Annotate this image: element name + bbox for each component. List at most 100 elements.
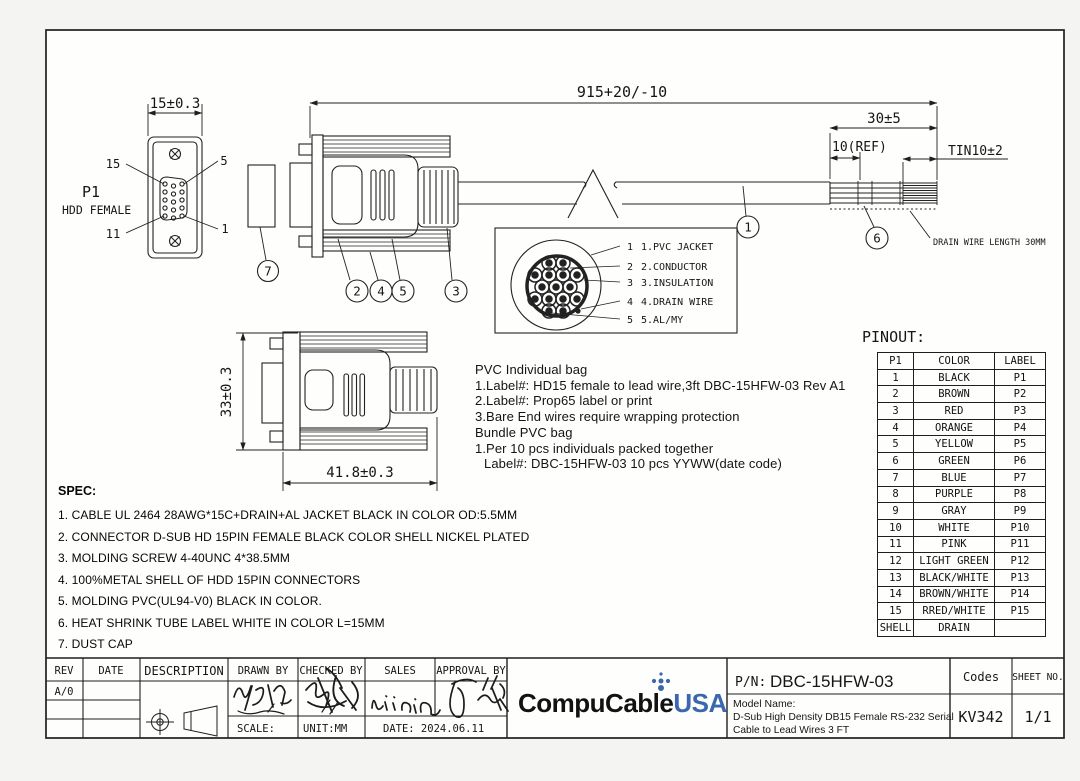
packaging-note-line: 3.Bare End wires require wrapping protec… xyxy=(475,409,740,425)
checked-by-signature xyxy=(305,667,359,715)
pinout-cell: 11 xyxy=(877,535,914,554)
grip-slot xyxy=(379,169,386,221)
pinout-cell: 13 xyxy=(877,568,914,587)
cross-section-detail: 1 1.PVC JACKET 2 2.CONDUCTOR 3 3.INSULAT… xyxy=(494,227,738,334)
callout-3-leader xyxy=(446,227,453,281)
pinout-cell: P5 xyxy=(994,435,1046,454)
pinout-cell: PINK xyxy=(913,535,995,554)
callout-5-number: 5 xyxy=(399,284,407,299)
spec-block: SPEC: 1. CABLE UL 2464 28AWG*15C+DRAIN+A… xyxy=(58,484,529,656)
callout-1-number: 1 xyxy=(744,220,752,235)
side-width-dim-text: 41.8±0.3 xyxy=(326,465,393,481)
pinout-cell: 6 xyxy=(877,452,914,470)
logo-text-black: CompuCable xyxy=(518,688,673,718)
sheet-no-header: SHEET NO. xyxy=(1012,672,1063,683)
callout-5-circle xyxy=(391,279,415,303)
pinout-cell xyxy=(994,619,1046,637)
stripped-wires xyxy=(830,181,938,210)
thumbscrew-tip-top-side xyxy=(269,337,284,350)
front-view-width-dimension xyxy=(147,104,203,136)
codes-value: KV342 xyxy=(958,708,1003,726)
connector-type-label: HDD FEMALE xyxy=(62,203,131,217)
cs-item-3-num: 3 xyxy=(627,278,633,289)
pinout-cell: WHITE xyxy=(913,518,995,537)
pinout-header: P1 xyxy=(877,352,914,370)
drain-note-leader xyxy=(909,210,931,239)
cable-break xyxy=(567,168,619,219)
callout-4-leader xyxy=(369,251,379,281)
pinout-cell: 9 xyxy=(877,502,914,520)
cs-item-4-label: 4.DRAIN WIRE xyxy=(641,297,713,308)
spec-item: 4. 100%METAL SHELL OF HDD 15PIN CONNECTO… xyxy=(58,572,361,587)
date-value: DATE: 2024.06.11 xyxy=(383,723,484,735)
body-recess-side xyxy=(304,369,334,411)
logo-dots-icon xyxy=(651,672,671,691)
pinout-cell: P1 xyxy=(994,368,1046,387)
spec-title: SPEC: xyxy=(58,484,97,498)
pinout-cell: P11 xyxy=(994,535,1046,554)
callout-7-circle xyxy=(256,259,280,283)
pinout-cell: BROWN/WHITE xyxy=(913,585,995,604)
width-dimension-side xyxy=(282,417,438,491)
callout-2-number: 2 xyxy=(353,284,361,299)
svg-text:CompuCableUSA: CompuCableUSA xyxy=(518,688,727,718)
front-view: 15±0.3 15 5 11 1 P1 xyxy=(62,96,280,283)
ref-dim-text: 10(REF) xyxy=(832,140,887,155)
cs-item-2-label: 2.CONDUCTOR xyxy=(641,262,708,273)
pinout-cell: 14 xyxy=(877,585,914,604)
pinout-title: PINOUT: xyxy=(862,328,925,346)
description-header: DESCRIPTION xyxy=(144,664,223,678)
connector-face-outer xyxy=(147,136,203,259)
callout-2-circle xyxy=(345,279,369,303)
pin-leaders xyxy=(125,160,219,234)
pinout-cell: YELLOW xyxy=(913,435,995,454)
rev-value: A/0 xyxy=(55,686,74,698)
cs-item-1-num: 1 xyxy=(627,242,633,253)
pinout-cell: BLACK xyxy=(913,368,995,387)
packaging-note-line: PVC Individual bag xyxy=(475,362,588,377)
cs-item-1-label: 1.PVC JACKET xyxy=(641,242,713,253)
thumbscrew-tip-bottom xyxy=(298,235,313,248)
unit-label: UNIT:MM xyxy=(303,723,347,735)
pin-label-15: 15 xyxy=(106,157,120,171)
pinout-cell: LIGHT GREEN xyxy=(913,552,995,570)
logo-text-blue: USA xyxy=(673,688,727,718)
pin-label-1: 1 xyxy=(221,222,228,236)
pin-label-5: 5 xyxy=(220,154,227,168)
cable xyxy=(458,168,831,219)
conductor-bundle xyxy=(527,255,585,319)
pinout-cell: 8 xyxy=(877,485,914,504)
callout-1-leader xyxy=(742,185,747,217)
strain-relief-boot-side xyxy=(389,366,438,414)
callout-2-leader xyxy=(337,238,351,281)
pinout-cell: 12 xyxy=(877,552,914,570)
pinout-cell: P6 xyxy=(994,452,1046,470)
approval-by-header: APPROVAL BY xyxy=(436,665,506,677)
pinout-cell: 2 xyxy=(877,385,914,404)
callout-7-number: 7 xyxy=(264,264,272,279)
pinout-cell: P15 xyxy=(994,602,1046,620)
pinout-cell: RED xyxy=(913,402,995,420)
cs-item-2-num: 2 xyxy=(627,262,633,273)
callout-3-number: 3 xyxy=(452,284,460,299)
pvc-jacket-circle xyxy=(510,239,602,331)
pinout-cell: P10 xyxy=(994,518,1046,537)
length-dim-text: 915+20/-10 xyxy=(577,83,667,101)
callout-6-circle xyxy=(865,226,889,250)
scale-label: SCALE: xyxy=(237,723,275,735)
pinout-cell: 5 xyxy=(877,435,914,454)
pinout-cell: P13 xyxy=(994,568,1046,587)
pinout-cell: P4 xyxy=(994,418,1046,437)
dust-cap xyxy=(247,164,276,228)
al-my-shield-ring xyxy=(525,254,589,318)
cs-item-5-label: 5.AL/MY xyxy=(641,315,683,326)
